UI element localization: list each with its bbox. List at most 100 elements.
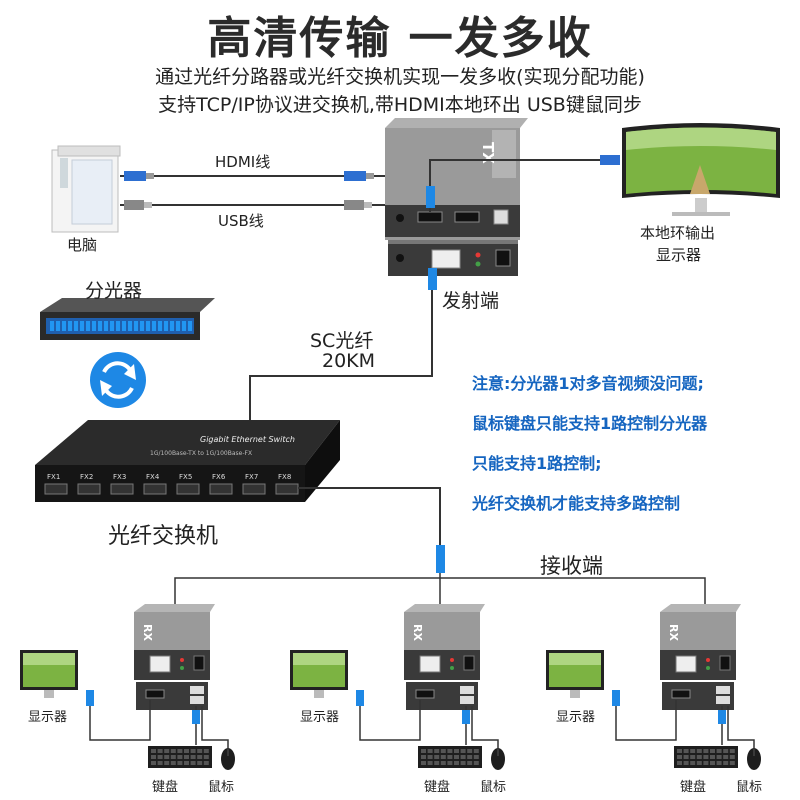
keyboard-key [677,749,682,753]
note-line-3: 只能支持1路控制; [472,454,602,473]
rx-usb-port [460,686,474,694]
splitter-port [74,321,78,331]
keyboard-key [164,755,170,759]
keyboard-key [151,761,156,765]
tx-badge: TX [479,142,497,164]
rx3-keyboard-label: 键盘 [680,780,707,795]
switch-port-label: FX7 [245,473,258,481]
keyboard-key [703,761,709,765]
rx2-mouse-label: 鼠标 [480,780,507,795]
keyboard-key [164,761,170,765]
switch-spec: 1G/100Base-TX to 1G/100Base-FX [150,450,252,457]
switch-port [275,483,299,495]
rx-dc-port [719,655,731,671]
switch-port [110,483,134,495]
page-title: 高清传输 一发多收 [207,13,593,64]
splitter-port [134,321,138,331]
monitor-sky [293,653,345,665]
keyboard-key [177,755,183,759]
keyboard-key [683,749,689,753]
splitter-port [122,321,126,331]
keyboard-key [440,755,446,759]
rx-top [660,604,741,612]
keyboard-key [703,755,709,759]
rx1-mouse-label: 鼠标 [208,780,235,795]
keyboard-key [690,749,696,753]
switch-port [77,483,101,495]
splitter-port [158,321,162,331]
rx-hdmi-cable [615,700,677,741]
splitter-port [104,321,108,331]
keyboard-key [454,755,459,759]
keyboard-key [677,761,682,765]
switch-port-label: FX1 [47,473,60,481]
keyboard-key [690,761,696,765]
keyboard-key [716,755,722,759]
keyboard-key [723,749,729,753]
cable-plug [718,710,726,724]
rx3-monitor-label: 显示器 [556,710,596,725]
rx-led [450,666,454,670]
keyboard-key [421,761,426,765]
splitter-port [80,321,84,331]
keyboard-key [710,755,715,759]
splitter-port [110,321,114,331]
keyboard-key [710,749,715,753]
rx-led [450,658,454,662]
keyboard-key [190,761,196,765]
keyboard-key [677,755,682,759]
switch-port [242,483,266,495]
switch-port-label: FX8 [278,473,291,481]
switch-brand: Gigabit Ethernet Switch [200,435,295,444]
rx-dc-port [193,655,205,671]
splitter-port [98,321,102,331]
keyboard-key [427,749,433,753]
hdmi-cable-label: HDMI线 [215,153,271,171]
switch-port-label: FX5 [179,473,192,481]
keyboard-key [467,761,473,765]
splitter-port [188,321,192,331]
keyboard-key [683,761,689,765]
keyboard-key [696,749,702,753]
keyboard-key [434,761,440,765]
rx-hdmi-cable [359,700,421,741]
rx-sc-port [675,655,697,673]
fiber-label-2: 20KM [322,350,376,372]
rx-sc-port [149,655,171,673]
keyboard-key [460,749,466,753]
computer-tower-icon [51,145,121,233]
keyboard-key [164,749,170,753]
usb-cable-label: USB线 [218,212,264,230]
rx2-monitor-label: 显示器 [300,710,340,725]
keyboard-key [447,761,453,765]
keyboard-key [454,761,459,765]
local-loop-label-1: 本地环输出 [640,224,716,242]
keyboard-key [447,749,453,753]
cable-plug [192,710,200,724]
splitter-port [68,321,72,331]
keyboard-key [170,755,176,759]
splitter-port [176,321,180,331]
monitor-stand [44,690,54,698]
keyboard-key [203,749,209,753]
keyboard-key [467,755,473,759]
splitter-port [146,321,150,331]
note-line-2: 鼠标键盘只能支持1路控制分光器 [472,414,708,433]
keyboard-key [696,761,702,765]
monitor-sky [23,653,75,665]
rx-usb-port [190,686,204,694]
splitter-port [86,321,90,331]
hdmi-cable [120,171,388,181]
rx-hdmi-port [145,689,165,699]
keyboard-key [473,755,479,759]
transmitter-device [385,118,528,276]
rx1-monitor-label: 显示器 [28,710,68,725]
rx-usb-cable [201,706,229,748]
keyboard-key [440,761,446,765]
keyboard-key [203,761,209,765]
usb-cable [120,200,388,210]
switch-port [143,483,167,495]
rx-badge: RX [411,624,424,641]
splitter-port [62,321,66,331]
